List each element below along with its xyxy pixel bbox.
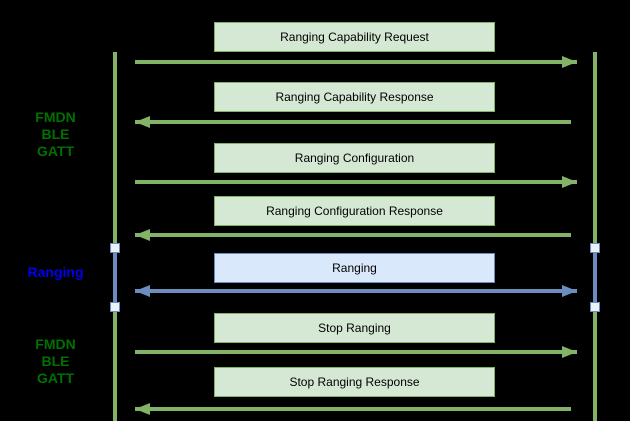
arrowhead-right-icon — [562, 55, 577, 68]
message-label: Ranging — [332, 261, 377, 275]
message-label: Ranging Configuration — [294, 151, 415, 165]
message-box-ranging-configuration: Ranging Configuration — [214, 143, 495, 173]
arrowhead-right-icon — [562, 175, 577, 188]
arrow-line — [135, 350, 577, 354]
lifeline-left-ranging-segment — [113, 248, 117, 308]
message-box-ranging-capability-response: Ranging Capability Response — [214, 82, 495, 112]
arrowhead-left-icon — [135, 115, 150, 128]
message-label: Ranging Capability Response — [275, 90, 434, 104]
section-label-fmdn-ble-gatt-top: FMDN BLE GATT — [35, 109, 76, 159]
message-label: Stop Ranging — [318, 321, 391, 335]
ranging-segment-handle-icon — [589, 242, 600, 253]
section-label-fmdn-ble-gatt-bottom: FMDN BLE GATT — [35, 336, 76, 386]
lifeline-left — [113, 52, 117, 421]
arrowhead-right-icon — [562, 284, 577, 297]
arrowhead-left-icon — [135, 284, 150, 297]
message-label: Ranging Capability Request — [280, 30, 429, 44]
arrowhead-right-icon — [562, 345, 577, 358]
arrow-line — [135, 180, 577, 184]
arrow-line — [135, 120, 571, 124]
message-box-ranging: Ranging — [214, 253, 495, 283]
ranging-segment-handle-icon — [109, 301, 120, 312]
arrow-line — [135, 233, 571, 237]
message-label: Stop Ranging Response — [289, 375, 420, 389]
section-label-ranging: Ranging — [27, 264, 84, 280]
ranging-segment-handle-icon — [109, 242, 120, 253]
lifeline-right-ranging-segment — [593, 248, 597, 308]
arrowhead-left-icon — [135, 402, 150, 415]
message-box-ranging-capability-request: Ranging Capability Request — [214, 22, 495, 52]
message-box-ranging-configuration-response: Ranging Configuration Response — [214, 196, 495, 226]
message-box-stop-ranging: Stop Ranging — [214, 313, 495, 343]
arrow-line — [135, 60, 577, 64]
arrowhead-left-icon — [135, 228, 150, 241]
message-label: Ranging Configuration Response — [266, 204, 443, 218]
arrow-line — [135, 289, 577, 293]
message-box-stop-ranging-response: Stop Ranging Response — [214, 367, 495, 397]
ranging-segment-handle-icon — [589, 301, 600, 312]
arrow-line — [135, 407, 571, 411]
lifeline-right — [593, 52, 597, 421]
